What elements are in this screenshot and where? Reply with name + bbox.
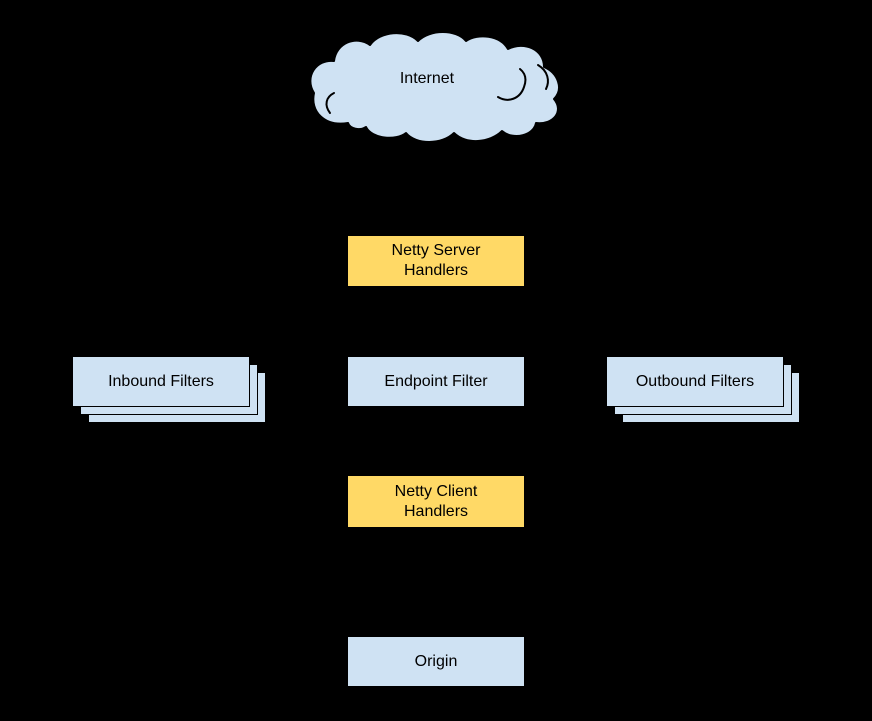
origin-node: Origin (347, 636, 525, 687)
outbound-filters-label: Outbound Filters (635, 372, 755, 390)
netty-server-handlers-node: Netty Server Handlers (347, 235, 525, 287)
origin-label: Origin (414, 652, 458, 670)
inbound-filters-front: Inbound Filters (72, 356, 250, 407)
netty-server-handlers-label-line1: Netty Server (391, 242, 481, 259)
netty-client-handlers-label-line1: Netty Client (394, 482, 478, 500)
endpoint-filter-node: Endpoint Filter (347, 356, 525, 407)
internet-cloud-node: Internet (306, 29, 562, 145)
outbound-filters-front: Outbound Filters (606, 356, 784, 407)
inbound-filters-node: Inbound Filters (72, 356, 266, 423)
netty-server-handlers-label-line2: Handlers (403, 262, 469, 279)
inbound-filters-label: Inbound Filters (108, 372, 214, 390)
endpoint-filter-label: Endpoint Filter (384, 372, 488, 390)
internet-label: Internet (399, 70, 455, 87)
netty-client-handlers-label-line2: Handlers (403, 502, 469, 520)
netty-client-handlers-node: Netty Client Handlers (347, 475, 525, 528)
outbound-filters-node: Outbound Filters (606, 356, 800, 423)
cloud-icon (309, 31, 560, 143)
